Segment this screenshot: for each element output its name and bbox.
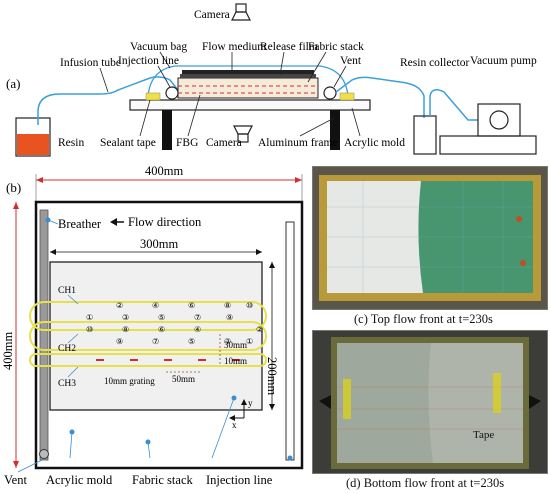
top-flow-caption: (c) Top flow front at t=230s [354, 312, 493, 326]
sensor-r3-1: ⑩ [86, 325, 93, 334]
sensor-r2-5: ⑨ [226, 313, 233, 322]
sensor-r1-2: ④ [152, 301, 159, 310]
sensor-row-4: ⑨ ⑦ ⑤ ③ ① [116, 337, 253, 346]
sensor-r4-2: ⑦ [152, 337, 159, 346]
sensor-r2-2: ③ [122, 313, 129, 322]
dim-fabric-width-label: 300mm [140, 237, 178, 251]
injection-line-label-b: Injection line [206, 473, 273, 487]
panel-a-label: (a) [6, 76, 20, 91]
acrylic-mold-label-b: Acrylic mold [46, 473, 113, 487]
pump-tube [429, 89, 478, 121]
fabric-stack-label: Fabric stack [308, 41, 364, 53]
camera-bottom-icon [233, 125, 253, 143]
bottom-flow-photo: Tape [312, 330, 548, 474]
infusion-tube-label: Infusion tube [60, 57, 121, 69]
resin-collector-box [413, 115, 437, 155]
sealant-tape-left [145, 92, 161, 101]
resin-collector-label: Resin collector [400, 57, 469, 69]
frame-leg-left [162, 110, 172, 150]
dim-height-label: 400mm [1, 332, 15, 370]
acrylic-mold-label-a: Acrylic mold [344, 137, 405, 149]
camera-bottom-label: Camera [206, 137, 242, 149]
dim-30mm-label: 30mm [224, 340, 247, 350]
frame-leg-right [330, 110, 340, 150]
fiber-loop-ch2 [29, 321, 267, 351]
injection-line-label: Injection line [118, 55, 179, 67]
sensor-r1-5: ⑩ [246, 301, 253, 310]
aluminum-frame-label: Aluminum frame [258, 137, 338, 149]
flow-medium [182, 70, 314, 74]
bottom-flow-caption: (d) Bottom flow front at t=230s [346, 476, 505, 490]
vacuum-bag-line [147, 65, 349, 98]
fiber-loop-ch3 [29, 353, 267, 367]
dim-10mm-label: 10mm [224, 356, 247, 366]
sealant-tape-right [339, 92, 355, 101]
sensor-r3-3: ⑥ [158, 325, 165, 334]
sensor-row-2: ① ③ ⑤ ⑦ ⑨ [86, 313, 233, 322]
sensor-r2-3: ⑤ [158, 313, 165, 322]
breather-bar [39, 209, 49, 461]
sensor-r1-1: ② [116, 301, 123, 310]
panel-b-label: (b) [6, 180, 21, 195]
tape-label: Tape [473, 429, 495, 441]
release-film [180, 74, 316, 78]
sensor-r4-4: ③ [224, 337, 231, 346]
vent-circle [323, 86, 337, 100]
channel-label-2: CH2 [58, 344, 76, 354]
sensor-r3-5: ② [256, 325, 263, 334]
sensor-row-3: ⑩ ⑧ ⑥ ④ ② [86, 325, 263, 334]
infusion-tube [37, 76, 179, 125]
sensor-r2-4: ⑦ [194, 313, 201, 322]
outlet-tube [335, 76, 425, 118]
sensor-r4-5: ① [246, 337, 253, 346]
vacuum-bag-label: Vacuum bag [130, 41, 187, 53]
resin-bucket [15, 117, 51, 157]
axis-y-label: y [248, 398, 253, 408]
dim-width-label: 400mm [145, 164, 183, 178]
vent-port [39, 449, 49, 459]
sensor-row-1: ② ④ ⑥ ⑧ ⑩ [116, 301, 253, 310]
resin-fill [17, 134, 49, 155]
sensor-r4-3: ⑤ [188, 337, 195, 346]
sensor-r1-4: ⑧ [224, 301, 231, 310]
vent-label-a: Vent [340, 55, 362, 67]
sensor-r2-1: ① [86, 313, 93, 322]
grating-label: 10mm grating [104, 376, 155, 386]
dim-fabric-height-label: 200mm [265, 357, 279, 395]
sensor-r3-4: ④ [194, 325, 201, 334]
channel-label-1: CH1 [58, 286, 76, 296]
acrylic-mold-plate [129, 99, 371, 111]
flow-medium-label: Flow medium [202, 41, 266, 53]
sensor-r1-3: ⑥ [188, 301, 195, 310]
sensor-r3-2: ⑧ [122, 325, 129, 334]
fabric-stack-block [177, 77, 319, 99]
camera-top-label: Camera [194, 9, 230, 21]
channel-label-3: CH3 [58, 379, 76, 389]
fbg-label: FBG [176, 137, 198, 149]
release-film-label: Release film [260, 41, 318, 53]
sealant-tape-label: Sealant tape [100, 137, 156, 149]
injection-line-bar [285, 221, 295, 461]
pump-base [439, 135, 537, 155]
vent-label-b: Vent [4, 473, 27, 487]
breather-label: Breather [58, 217, 102, 231]
sensor-r4-1: ⑨ [116, 337, 123, 346]
vacuum-pump-dial [489, 110, 509, 130]
panel-a-schematic: (a) Camera Resin Infusion tube Vacuum ba… [6, 3, 537, 157]
vacuum-pump-label: Vacuum pump [470, 55, 537, 67]
flow-direction-label: Flow direction [128, 215, 202, 229]
panel-b-schematic: (b) 400mm 400mm Breather Flow direction … [1, 164, 304, 487]
fabric-stack-rect [49, 261, 263, 411]
vacuum-pump-box [477, 103, 521, 137]
fabric-stack-label-b: Fabric stack [132, 473, 193, 487]
top-flow-photo [312, 166, 548, 310]
fiber-loop-ch1 [29, 301, 267, 331]
injection-line-circle [165, 86, 179, 100]
resin-label: Resin [58, 137, 84, 149]
camera-top-icon [231, 3, 251, 21]
axis-x-label: x [232, 420, 237, 430]
dim-50mm-label: 50mm [172, 374, 195, 384]
